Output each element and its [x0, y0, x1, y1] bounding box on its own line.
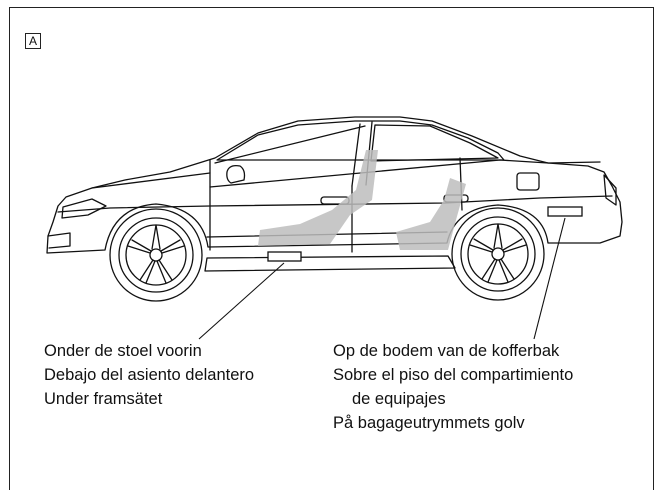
- caption-front-seat-line-1: Onder de stoel voorin: [44, 342, 202, 360]
- caption-front-seat-line-2: Debajo del asiento delantero: [44, 366, 255, 384]
- leader-line-front: [198, 262, 285, 340]
- caption-front-seat-line-3: Under framsätet: [44, 390, 163, 408]
- a-pillar: [214, 125, 366, 164]
- bumper-front: [47, 232, 71, 249]
- rear-seat-shading: [396, 178, 466, 250]
- rear-wheel: [451, 207, 545, 301]
- trunk-line: [547, 161, 601, 164]
- fuel-door: [516, 172, 540, 191]
- figure-frame: [9, 7, 654, 490]
- front-wheel: [109, 208, 203, 302]
- panel-label: A: [25, 33, 41, 49]
- belt-line: [209, 159, 549, 188]
- front-seat-shading: [258, 150, 378, 246]
- hood-line: [91, 172, 211, 189]
- caption-trunk-line-3: de equipajes: [352, 390, 446, 408]
- leader-line-trunk: [533, 217, 566, 340]
- tail-light: [603, 174, 617, 206]
- caption-trunk-line-1: Op de bodem van de kofferbak: [333, 342, 560, 360]
- label-front-seat: [267, 251, 302, 262]
- label-trunk: [547, 206, 583, 217]
- side-mirror: [226, 164, 246, 184]
- headlight: [61, 198, 107, 219]
- caption-trunk-line-2: Sobre el piso del compartimiento: [333, 366, 574, 384]
- rocker-panel: [204, 255, 456, 272]
- caption-trunk-line-4: På bagageutrymmets golv: [333, 414, 525, 432]
- window-outline: [216, 120, 505, 161]
- car-body-outline: [46, 116, 623, 254]
- caption-trunk-floor: Op de bodem van de kofferbak Sobre el pi…: [333, 339, 573, 435]
- caption-front-seat: Onder de stoel voorin Debajo del asiento…: [44, 339, 254, 411]
